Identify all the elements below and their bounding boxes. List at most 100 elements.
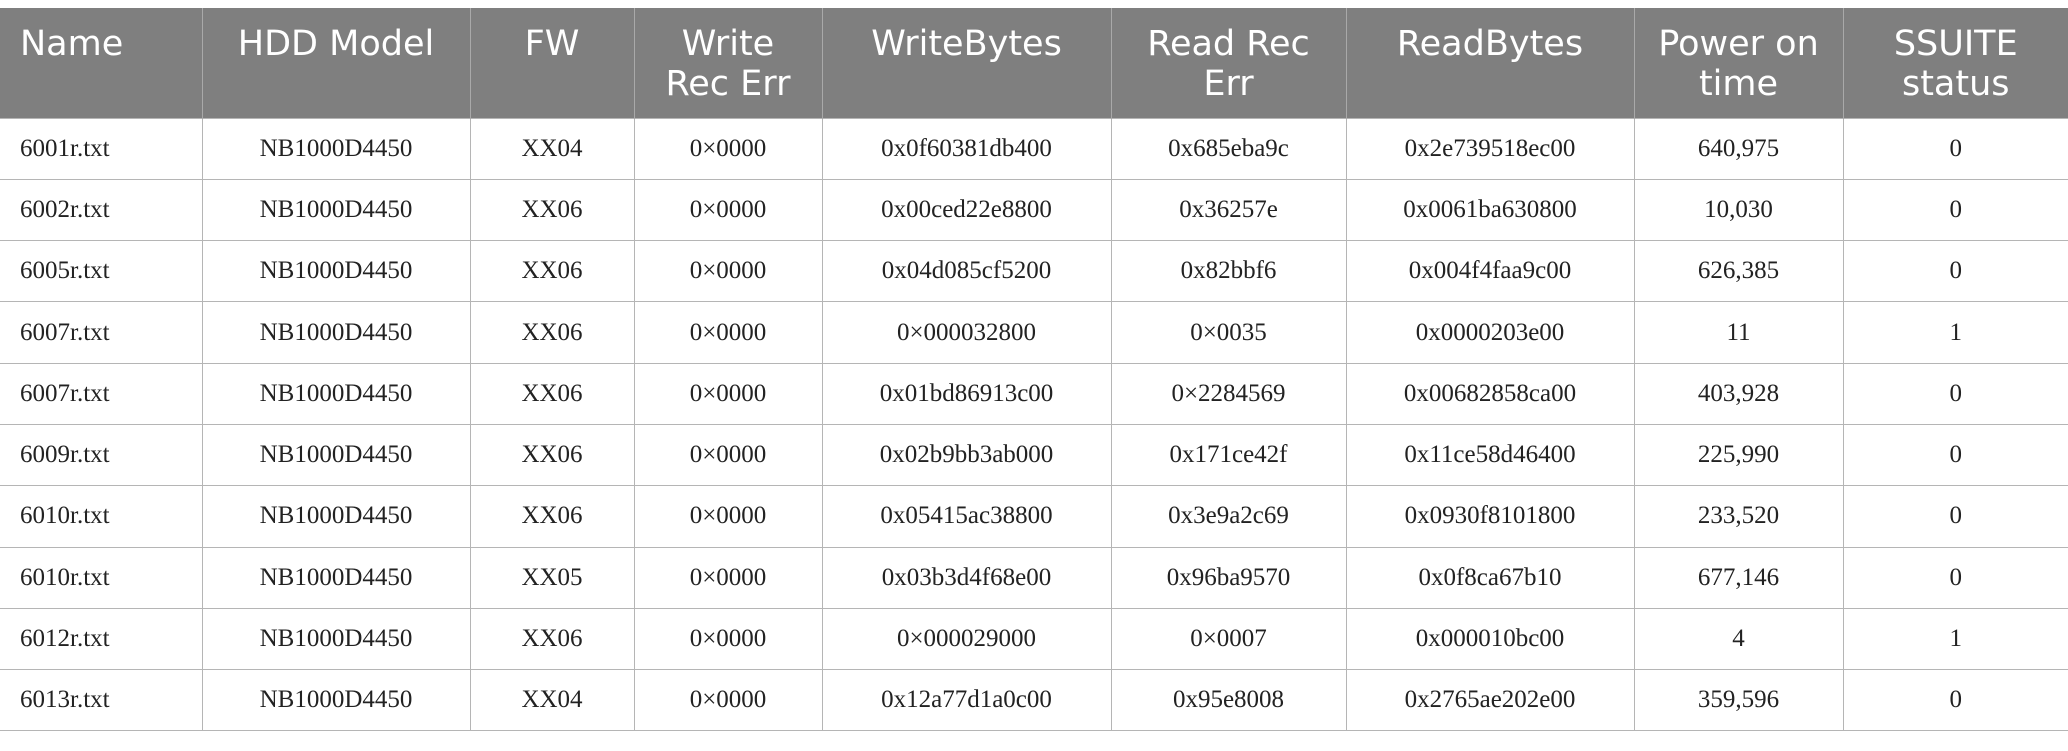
cell-read-rec-err: 0×2284569: [1110, 362, 1347, 425]
hdd-stats-table: Name HDD Model FW Write Rec Err WriteByt…: [0, 8, 2068, 732]
cell-write-rec-err: 0×0000: [633, 240, 823, 303]
cell-read-rec-err: 0×0007: [1110, 607, 1347, 671]
cell-ssuite-status: 0: [1842, 117, 2068, 180]
cell-hdd-model: NB1000D4450: [201, 117, 471, 180]
cell-hdd-model: NB1000D4450: [201, 362, 471, 425]
cell-hdd-model: NB1000D4450: [201, 485, 471, 548]
column-header-write-bytes: WriteBytes: [821, 8, 1112, 118]
cell-read-bytes: 0x2e739518ec00: [1345, 117, 1635, 180]
cell-hdd-model: NB1000D4450: [201, 607, 471, 671]
cell-power-on-time: 233,520: [1633, 485, 1844, 548]
cell-write-bytes: 0×000029000: [821, 607, 1112, 671]
cell-write-rec-err: 0×0000: [633, 546, 823, 609]
cell-hdd-model: NB1000D4450: [201, 546, 471, 609]
cell-ssuite-status: 1: [1842, 301, 2068, 364]
cell-name: 6007r.txt: [0, 301, 203, 364]
cell-power-on-time: 640,975: [1633, 117, 1844, 180]
cell-hdd-model: NB1000D4450: [201, 178, 471, 242]
hdd-stats-table-container: Name HDD Model FW Write Rec Err WriteByt…: [0, 8, 2068, 732]
cell-ssuite-status: 0: [1842, 362, 2068, 425]
cell-read-bytes: 0x0000203e00: [1345, 301, 1635, 364]
cell-read-bytes: 0x2765ae202e00: [1345, 669, 1635, 732]
cell-write-bytes: 0x12a77d1a0c00: [821, 669, 1112, 732]
cell-name: 6002r.txt: [0, 178, 203, 242]
column-header-hdd-model: HDD Model: [201, 8, 471, 118]
cell-fw: XX06: [469, 301, 635, 364]
cell-write-bytes: 0×000032800: [821, 301, 1112, 364]
cell-write-bytes: 0x0f60381db400: [821, 117, 1112, 180]
cell-name: 6001r.txt: [0, 117, 203, 180]
cell-read-bytes: 0x00682858ca00: [1345, 362, 1635, 425]
cell-write-rec-err: 0×0000: [633, 362, 823, 425]
cell-power-on-time: 11: [1633, 301, 1844, 364]
cell-write-rec-err: 0×0000: [633, 669, 823, 732]
cell-read-rec-err: 0x82bbf6: [1110, 240, 1347, 303]
cell-fw: XX06: [469, 607, 635, 671]
cell-read-rec-err: 0×0035: [1110, 301, 1347, 364]
cell-read-bytes: 0x0061ba630800: [1345, 178, 1635, 242]
cell-write-bytes: 0x02b9bb3ab000: [821, 423, 1112, 487]
cell-hdd-model: NB1000D4450: [201, 301, 471, 364]
cell-hdd-model: NB1000D4450: [201, 423, 471, 487]
cell-name: 6009r.txt: [0, 423, 203, 487]
cell-hdd-model: NB1000D4450: [201, 240, 471, 303]
cell-read-bytes: 0x000010bc00: [1345, 607, 1635, 671]
cell-fw: XX04: [469, 669, 635, 732]
cell-read-bytes: 0x004f4faa9c00: [1345, 240, 1635, 303]
cell-fw: XX04: [469, 117, 635, 180]
cell-fw: XX06: [469, 362, 635, 425]
cell-ssuite-status: 0: [1842, 485, 2068, 548]
cell-write-rec-err: 0×0000: [633, 423, 823, 487]
cell-fw: XX06: [469, 485, 635, 548]
cell-read-rec-err: 0x36257e: [1110, 178, 1347, 242]
cell-fw: XX06: [469, 240, 635, 303]
cell-read-bytes: 0x0930f8101800: [1345, 485, 1635, 548]
column-header-read-bytes: ReadBytes: [1345, 8, 1635, 118]
cell-write-bytes: 0x03b3d4f68e00: [821, 546, 1112, 609]
cell-power-on-time: 677,146: [1633, 546, 1844, 609]
cell-read-bytes: 0x11ce58d46400: [1345, 423, 1635, 487]
cell-name: 6005r.txt: [0, 240, 203, 303]
cell-power-on-time: 10,030: [1633, 178, 1844, 242]
cell-fw: XX06: [469, 423, 635, 487]
cell-name: 6012r.txt: [0, 607, 203, 671]
cell-hdd-model: NB1000D4450: [201, 669, 471, 732]
cell-power-on-time: 225,990: [1633, 423, 1844, 487]
cell-read-rec-err: 0x95e8008: [1110, 669, 1347, 732]
cell-ssuite-status: 0: [1842, 423, 2068, 487]
column-header-write-rec-err: Write Rec Err: [633, 8, 823, 118]
cell-power-on-time: 626,385: [1633, 240, 1844, 303]
column-header-fw: FW: [469, 8, 635, 118]
table-header-row: Name HDD Model FW Write Rec Err WriteByt…: [0, 8, 2068, 118]
cell-name: 6010r.txt: [0, 546, 203, 609]
cell-read-rec-err: 0x685eba9c: [1110, 117, 1347, 180]
cell-name: 6010r.txt: [0, 485, 203, 548]
cell-ssuite-status: 0: [1842, 546, 2068, 609]
cell-power-on-time: 4: [1633, 607, 1844, 671]
cell-write-rec-err: 0×0000: [633, 485, 823, 548]
cell-fw: XX06: [469, 178, 635, 242]
cell-write-bytes: 0x04d085cf5200: [821, 240, 1112, 303]
cell-ssuite-status: 1: [1842, 607, 2068, 671]
cell-name: 6013r.txt: [0, 669, 203, 732]
cell-fw: XX05: [469, 546, 635, 609]
column-header-read-rec-err: Read Rec Err: [1110, 8, 1347, 118]
cell-write-rec-err: 0×0000: [633, 301, 823, 364]
cell-read-bytes: 0x0f8ca67b10: [1345, 546, 1635, 609]
cell-write-bytes: 0x00ced22e8800: [821, 178, 1112, 242]
cell-read-rec-err: 0x3e9a2c69: [1110, 485, 1347, 548]
cell-power-on-time: 359,596: [1633, 669, 1844, 732]
column-header-name: Name: [0, 8, 203, 118]
cell-write-rec-err: 0×0000: [633, 117, 823, 180]
